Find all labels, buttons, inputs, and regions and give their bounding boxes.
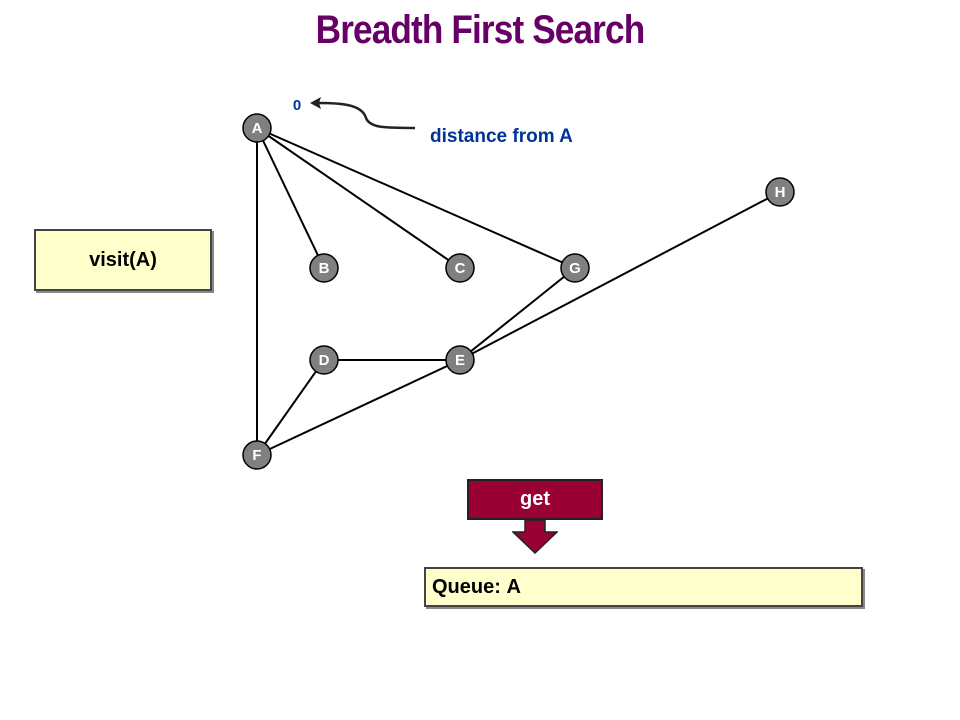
edge-h-e <box>459 191 781 361</box>
edge-a-g <box>256 127 576 269</box>
node-circle <box>242 440 272 470</box>
queue-label: Queue: <box>432 575 501 598</box>
node-label: A <box>252 120 263 137</box>
node-circle <box>445 253 475 283</box>
get-button[interactable]: get <box>467 479 603 520</box>
visit-box: visit(A) <box>34 229 212 291</box>
node-b: B <box>309 253 339 283</box>
distance-label: distance from A <box>430 126 573 147</box>
graph-edges <box>256 127 781 456</box>
node-label: B <box>319 260 330 277</box>
node-circle <box>445 345 475 375</box>
arrowhead-icon <box>310 97 321 109</box>
edge-e-f <box>256 359 461 456</box>
node-label: G <box>569 260 581 277</box>
node-a: A <box>242 113 272 143</box>
edge-g-e <box>459 267 576 361</box>
node-label: H <box>775 184 786 201</box>
edge-a-c <box>256 127 461 269</box>
node-circle <box>309 253 339 283</box>
node-f: F <box>242 440 272 470</box>
distance-value: 0 <box>293 97 301 114</box>
edge-a-b <box>256 127 325 269</box>
slide-title: Breadth First Search <box>315 8 646 52</box>
node-h: H <box>765 177 795 207</box>
node-label: E <box>455 352 465 369</box>
node-g: G <box>560 253 590 283</box>
queue-contents: A <box>506 575 521 598</box>
node-label: C <box>455 260 466 277</box>
node-circle <box>309 345 339 375</box>
edge-d-f <box>256 359 325 456</box>
node-d: D <box>309 345 339 375</box>
node-label: F <box>252 447 261 464</box>
node-circle <box>560 253 590 283</box>
node-circle <box>242 113 272 143</box>
queue-box: Queue: A <box>424 567 863 607</box>
node-label: D <box>319 352 330 369</box>
node-circle <box>765 177 795 207</box>
distance-arrow <box>317 101 416 130</box>
get-label: get <box>520 488 550 510</box>
graph-nodes: A B C G H D E F <box>242 113 795 470</box>
down-arrow-icon <box>512 520 558 554</box>
node-e: E <box>445 345 475 375</box>
visit-label: visit(A) <box>89 248 157 271</box>
node-c: C <box>445 253 475 283</box>
